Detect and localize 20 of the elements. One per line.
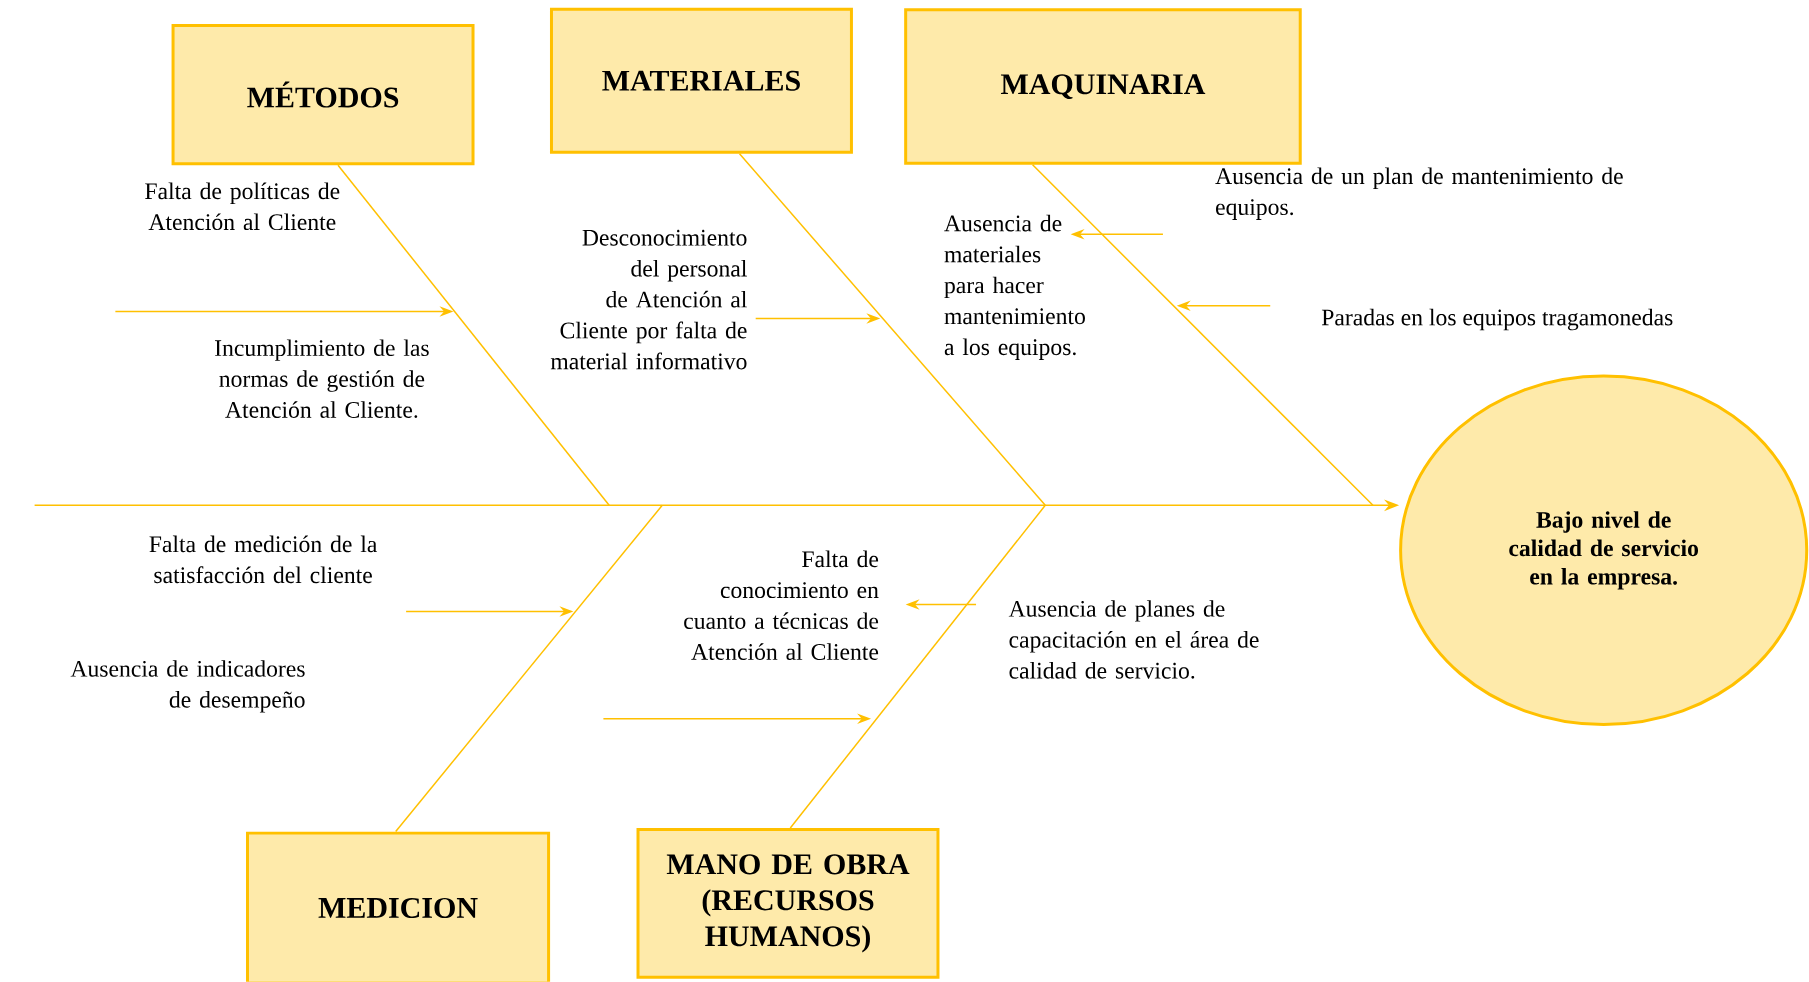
cause-label: Falta de políticas de Atención al Cliente [145,182,340,231]
cause-label: Falta de conocimiento en cuanto a técnicas de Atención al Cliente [684,550,879,661]
category-box: MEDICION [245,831,551,982]
cause-label: Ausencia de un plan de mantenimiento de equipos. [1215,167,1623,220]
cause-label: Ausencia de materiales para hacer mantenimiento a los equipos. [944,214,1085,361]
bone-line [394,504,663,833]
category-box: MÉTODOS [171,24,475,166]
cause-label: Ausencia de indicadores de desempeño [70,660,305,713]
category-box: MAQUINARIA [904,8,1302,165]
bone-line [738,153,1046,507]
cause-label: Ausencia de planes de capacitación en el área de calidad de servicio. [1008,600,1259,679]
cause-label: Desconocimiento del personal de Atención al Cliente por falta de material informativo [550,229,747,370]
bone-line [1031,164,1374,507]
category-box: MANO DE OBRA (RECURSOS HUMANOS) [636,828,940,979]
cause-label: Incumplimiento de las normas de gestión de Atención al Cliente. [215,339,429,419]
category-box: MATERIALES [549,7,853,154]
cause-label: Paradas en los equipos tragamonedas [1321,308,1673,331]
bone-line [337,164,610,507]
bone-line [789,504,1046,829]
cause-label: Falta de medición de la satisfacción del cliente [149,535,378,584]
